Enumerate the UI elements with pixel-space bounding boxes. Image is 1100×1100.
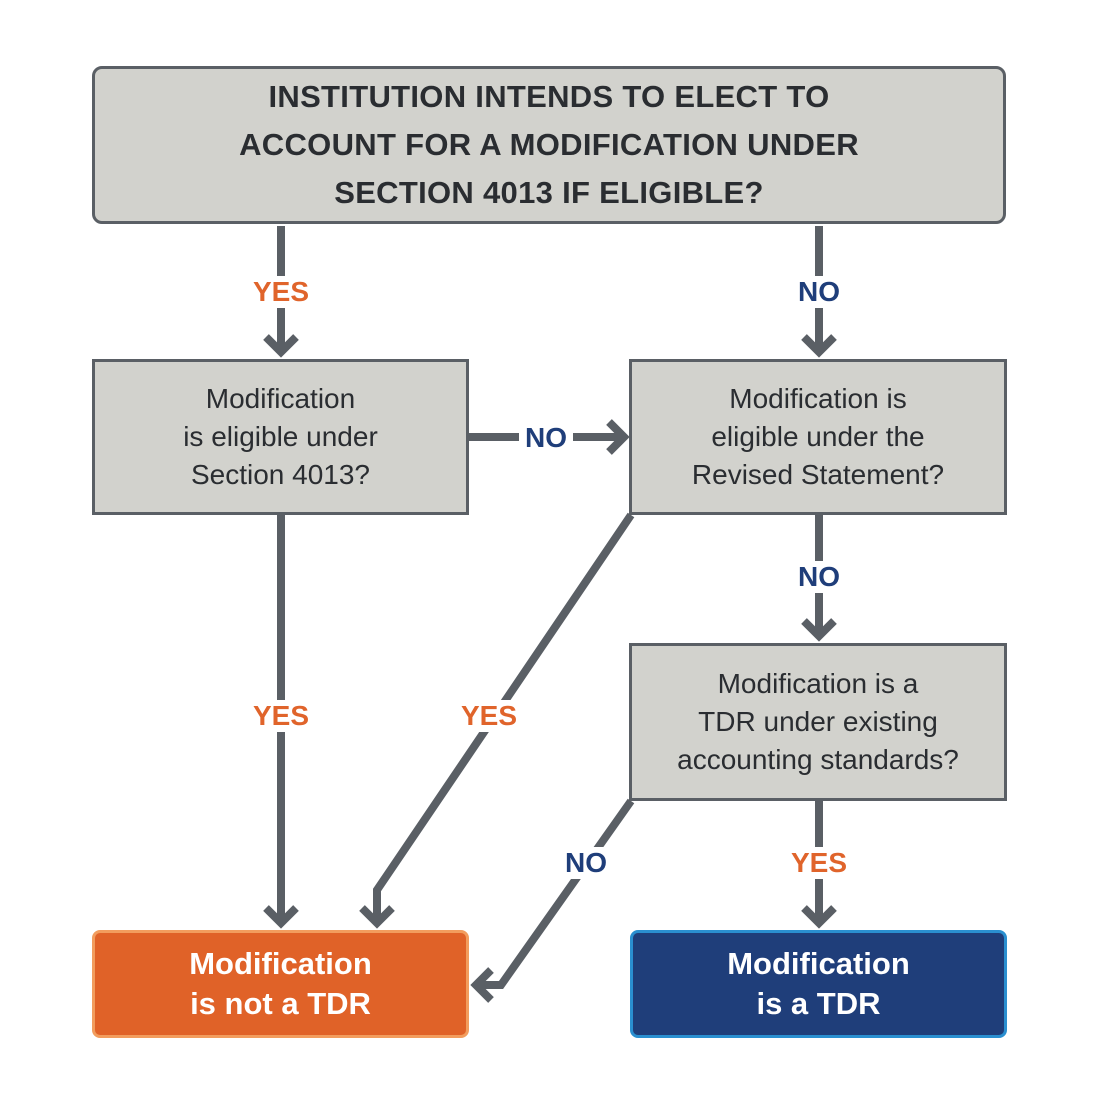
question-section-4013-text: Modification is eligible under Section 4… (183, 383, 378, 490)
result-not-tdr-text: Modification is not a TDR (189, 946, 372, 1021)
question-existing-standards-text: Modification is a TDR under existing acc… (677, 668, 959, 775)
label-section-no: NO (519, 422, 573, 454)
arrowhead-main-yes (263, 334, 299, 358)
label-existing-yes: YES (784, 847, 854, 879)
arrowhead-section-yes (263, 905, 299, 929)
label-section-yes: YES (246, 700, 316, 732)
result-is-tdr-text: Modification is a TDR (727, 946, 910, 1021)
result-is-tdr: Modification is a TDR (630, 930, 1007, 1038)
question-main: INSTITUTION INTENDS TO ELECT TO ACCOUNT … (92, 66, 1006, 224)
question-main-text: INSTITUTION INTENDS TO ELECT TO ACCOUNT … (239, 79, 859, 210)
question-existing-standards: Modification is a TDR under existing acc… (629, 643, 1007, 801)
label-revised-no: NO (792, 561, 846, 593)
label-existing-no: NO (559, 847, 613, 879)
arrowhead-revised-yes (359, 905, 395, 929)
label-revised-yes: YES (454, 700, 524, 732)
arrowhead-section-no (606, 419, 630, 455)
label-main-no: NO (792, 276, 846, 308)
arrowhead-existing-no (470, 967, 494, 1003)
arrowhead-main-no (801, 334, 837, 358)
connector-existing-no (476, 798, 635, 989)
question-revised-statement: Modification is eligible under the Revis… (629, 359, 1007, 515)
question-revised-statement-text: Modification is eligible under the Revis… (691, 383, 945, 490)
question-section-4013: Modification is eligible under Section 4… (92, 359, 469, 515)
connector-revised-yes (373, 512, 635, 923)
arrowhead-existing-yes (801, 905, 837, 929)
arrowhead-revised-no (801, 618, 837, 642)
label-main-yes: YES (246, 276, 316, 308)
result-not-tdr: Modification is not a TDR (92, 930, 469, 1038)
